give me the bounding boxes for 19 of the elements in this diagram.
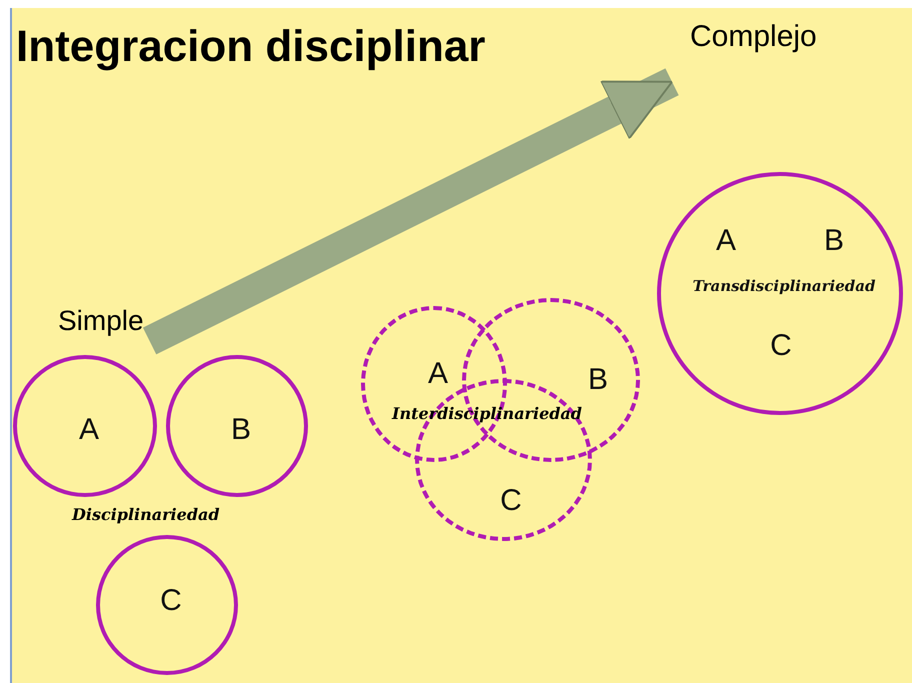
scale-label: Simple: [58, 305, 144, 337]
circle-letter: A: [716, 224, 736, 258]
circle-letter: B: [231, 413, 251, 447]
circle: [166, 355, 308, 497]
title: Integracion disciplinar: [16, 22, 486, 72]
circle: [657, 172, 903, 415]
circle-caption: Transdisciplinariedad: [692, 277, 876, 295]
arrow: [142, 68, 679, 354]
circle-letter: C: [770, 329, 792, 363]
circle-letter: C: [500, 484, 522, 518]
circle-letter: B: [824, 224, 844, 258]
circle-letter: A: [79, 413, 99, 447]
circle-letter: B: [588, 363, 608, 397]
circle-letter: C: [160, 584, 182, 618]
circle: [13, 355, 157, 497]
circle: [96, 535, 238, 675]
scale-label: Complejo: [690, 20, 817, 54]
group-caption: Disciplinariedad: [72, 505, 220, 524]
circle-letter: A: [428, 357, 448, 391]
